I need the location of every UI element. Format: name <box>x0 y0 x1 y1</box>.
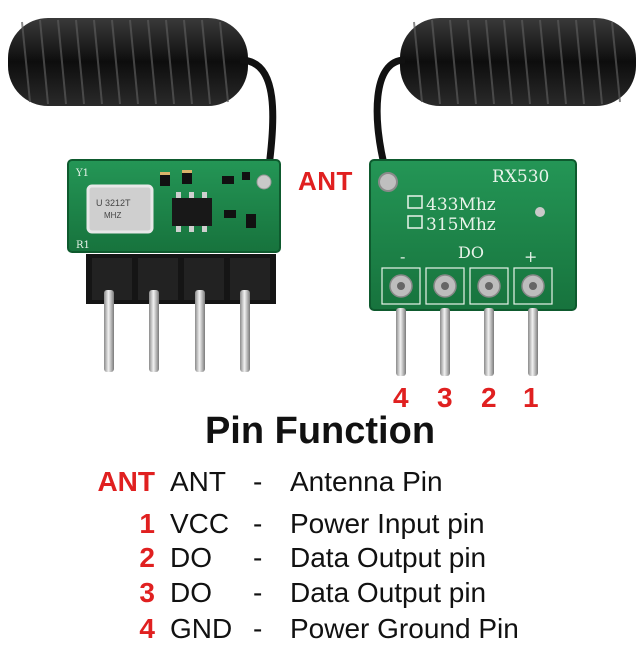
pin-signal: DO <box>170 577 212 608</box>
pin-num: 2 <box>139 542 155 573</box>
pin-dash: - <box>253 466 263 497</box>
pin-row-2: 2 DO - Data Output pin <box>0 542 640 578</box>
antenna-solder-pad <box>378 172 398 192</box>
label-r1: R1 <box>76 240 90 251</box>
pin-number-3: 3 <box>437 382 453 413</box>
ic-chip <box>172 198 212 226</box>
pad-do-label: DO <box>458 243 484 262</box>
pin-number-4: 4 <box>393 382 409 413</box>
left-module: Y1 R1 U 3212T MHZ <box>67 159 281 304</box>
pin-function-title: Pin Function <box>204 410 436 452</box>
pin-description: Power Ground Pin <box>290 613 519 644</box>
pad-plus-label: + <box>524 247 537 266</box>
label-y1: Y1 <box>75 168 89 179</box>
pin-signal: DO <box>170 542 212 573</box>
pin-signal: GND <box>170 613 233 644</box>
product-photo: Y1 R1 U 3212T MHZ RX530 <box>8 18 636 376</box>
pin-signal: VCC <box>170 508 230 539</box>
right-module: RX530 433Mhz 315Mhz - DO + <box>369 159 577 311</box>
crystal-text: U 3212T <box>96 198 131 208</box>
pin-row-1: 1 VCC - Power Input pin <box>0 508 640 544</box>
pin-number-2: 2 <box>481 382 497 413</box>
module-model: RX530 <box>492 167 549 187</box>
pin-num: 4 <box>139 613 155 644</box>
pin-num: 3 <box>139 577 155 608</box>
pin-dash: - <box>253 508 263 539</box>
pin-dash: - <box>253 542 263 573</box>
freq-433: 433Mhz <box>426 195 496 215</box>
pin-description: Data Output pin <box>290 542 487 573</box>
pin-description: Antenna Pin <box>290 466 443 497</box>
pin-num: 1 <box>139 508 155 539</box>
freq-315: 315Mhz <box>426 215 496 235</box>
crystal-sub: MHZ <box>104 211 121 220</box>
pin-dash: - <box>253 613 263 644</box>
pin-signal: ANT <box>170 466 226 497</box>
left-antenna-coil <box>8 18 277 176</box>
left-module-pins <box>104 290 250 372</box>
pin-number-1: 1 <box>523 382 539 413</box>
pin-num: ANT <box>97 466 155 497</box>
pin-dash: - <box>253 577 263 608</box>
pad-minus-label: - <box>400 247 405 266</box>
crystal-oscillator <box>86 184 154 234</box>
pin-row-4: 4 GND - Power Ground Pin <box>0 613 640 649</box>
pin-description: Power Input pin <box>290 508 485 539</box>
pin-description: Data Output pin <box>290 577 487 608</box>
right-module-pins <box>396 308 538 376</box>
pin-row-3: 3 DO - Data Output pin <box>0 577 640 613</box>
right-antenna-coil <box>373 18 636 173</box>
ant-callout: ANT <box>298 166 353 196</box>
pin-row-ant: ANT ANT - Antenna Pin <box>0 466 640 502</box>
